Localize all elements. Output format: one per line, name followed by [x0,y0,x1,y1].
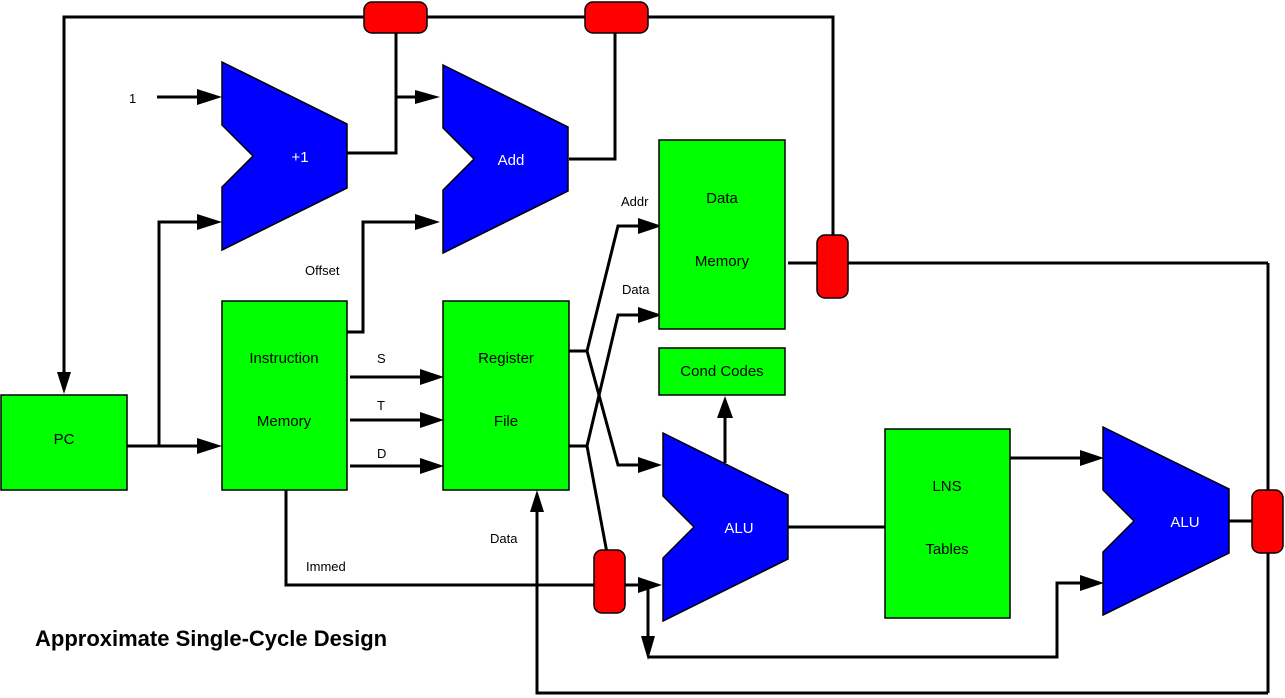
lns-alu: ALU [1102,425,1230,617]
instruction-memory-label-2: Memory [257,413,312,430]
wire-reg-out-2b [585,445,609,554]
lns-tables-label-1: LNS [932,478,961,495]
wire-adder-out [569,30,617,161]
memory-result-mux [816,234,849,299]
adder-alu: Add [442,63,569,255]
diagram-title: Approximate Single-Cycle Design [35,626,387,651]
lns-tables-block: LNS Tables [884,428,1011,619]
arrow-regfile-data [530,490,544,512]
incrementer-alu: +1 [221,60,348,252]
alu-b-input-mux [593,549,626,614]
arrow-down-branch [641,636,655,660]
main-alu: ALU [662,431,789,623]
pc-source-mux-2 [584,1,649,34]
wire-immed [284,490,595,587]
pc-block: PC [0,394,128,491]
data-memory-label-2: Memory [695,253,750,270]
arrow-adder-in-b [415,214,440,230]
label-t: T [377,398,385,413]
register-file-block: Register File [442,300,570,491]
arrow-const-one [197,89,222,105]
arrow-dmem-data [638,307,662,323]
label-addr: Addr [621,194,649,209]
arrow-lns-alu-in-b [1080,575,1104,591]
arrow-alu-in-b [638,577,662,593]
wire-reg-out-1 [569,224,645,353]
label-s: S [377,351,386,366]
arrow-imem-in [197,438,222,454]
arrow-s [420,369,444,385]
arrow-lns-alu-in-a [1080,450,1104,466]
wire-pc-feedback [62,15,835,380]
arrow-adder-in-a [415,90,440,104]
pc-label: PC [54,431,75,448]
arrow-alu-in-a [638,457,662,473]
arrow-t [420,412,444,428]
writeback-mux [1251,489,1284,554]
label-immed: Immed [306,559,346,574]
register-file-label-2: File [494,413,518,430]
data-memory-block: Data Memory [658,139,786,330]
label-d: D [377,446,386,461]
wire-to-lns-alu-b [648,581,1085,659]
cond-codes-label: Cond Codes [680,363,763,380]
wire-reg-out-2 [569,313,645,448]
instruction-memory-block: Instruction Memory [221,300,348,491]
cond-codes-block: Cond Codes [658,347,786,396]
label-const-one: 1 [129,91,136,106]
data-memory-label-1: Data [706,190,738,207]
main-alu-label: ALU [724,520,753,537]
wire-reg-out-1b [585,350,645,467]
label-data-mem-in: Data [622,282,650,297]
wire-writeback [535,510,1268,695]
lns-alu-label: ALU [1170,514,1199,531]
wire-incr-out [347,30,398,155]
arrow-cond-codes [717,396,733,418]
wire-pc-to-incr [157,220,205,446]
adder-label: Add [498,152,525,169]
instruction-memory-label-1: Instruction [249,350,318,367]
register-file-label-1: Register [478,350,534,367]
arrow-incr-in-b [197,214,222,230]
label-offset: Offset [305,263,340,278]
arrow-dmem-addr [638,218,662,234]
incrementer-label: +1 [291,149,308,166]
lns-tables-label-2: Tables [925,541,968,558]
wire-offset [347,220,425,334]
label-data-writeback: Data [490,531,518,546]
arrow-into-pc [57,372,71,394]
pc-source-mux-1 [363,1,428,34]
arrow-d [420,458,444,474]
